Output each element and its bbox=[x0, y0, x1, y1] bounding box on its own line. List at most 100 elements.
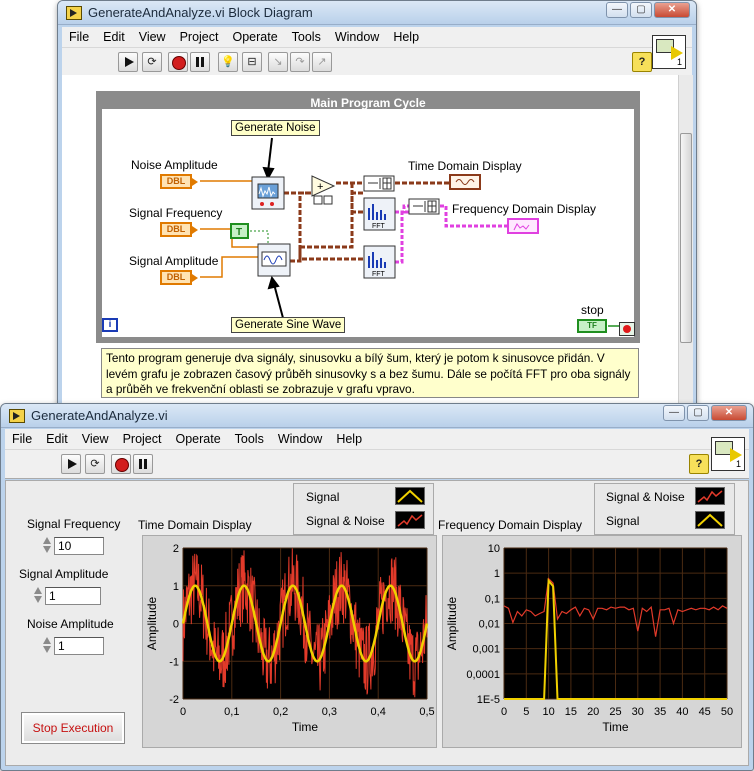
signal-amplitude-label: Signal Amplitude bbox=[19, 567, 109, 581]
vi-connector-icon[interactable]: 1 bbox=[711, 437, 745, 471]
menu-window[interactable]: Window bbox=[334, 30, 380, 44]
menu-edit[interactable]: Edit bbox=[46, 432, 68, 446]
menu-help[interactable]: Help bbox=[336, 432, 363, 446]
menu-operate[interactable]: Operate bbox=[232, 30, 278, 44]
context-help-button[interactable]: ? bbox=[632, 52, 652, 72]
bd-window-title: GenerateAndAnalyze.vi Block Diagram bbox=[88, 5, 313, 20]
abort-button[interactable] bbox=[111, 454, 131, 474]
step-into-button[interactable]: ↘ bbox=[268, 52, 288, 72]
svg-text:+: + bbox=[317, 181, 323, 193]
menu-project[interactable]: Project bbox=[179, 30, 219, 44]
bd-titlebar[interactable]: GenerateAndAnalyze.vi Block Diagram — ▢ … bbox=[58, 1, 696, 25]
bd-vertical-scrollbar[interactable] bbox=[678, 75, 693, 419]
menu-window[interactable]: Window bbox=[277, 432, 323, 446]
step-out-button[interactable]: ↗ bbox=[312, 52, 332, 72]
while-loop-label: Main Program Cycle bbox=[310, 96, 426, 110]
menu-view[interactable]: View bbox=[138, 30, 166, 44]
time-domain-terminal bbox=[449, 174, 481, 190]
legend-swatch-signal-noise bbox=[695, 487, 725, 505]
retain-wire-values-button[interactable]: ⊟ bbox=[242, 52, 262, 72]
menu-tools[interactable]: Tools bbox=[291, 30, 321, 44]
y-tick-label: 1E-5 bbox=[477, 694, 500, 706]
add-node bbox=[311, 175, 336, 197]
menu-edit[interactable]: Edit bbox=[103, 30, 125, 44]
fp-toolbar: ⟳ ? bbox=[5, 449, 749, 479]
menu-view[interactable]: View bbox=[81, 432, 109, 446]
signal-amplitude-input[interactable]: 1 bbox=[45, 587, 101, 605]
y-tick-label: -2 bbox=[169, 694, 179, 706]
label-signal-frequency: Signal Frequency bbox=[129, 206, 223, 220]
x-axis-label: Time bbox=[602, 720, 629, 734]
y-tick-label: 2 bbox=[173, 543, 179, 555]
series-line-signal-noise bbox=[503, 577, 728, 637]
arrow-generate-sine bbox=[273, 283, 284, 319]
x-tick-label: 10 bbox=[542, 706, 554, 718]
series-line-signal-noise bbox=[182, 548, 428, 698]
x-tick-label: 0,2 bbox=[273, 706, 288, 718]
noise-amplitude-input[interactable]: 1 bbox=[54, 637, 104, 655]
vi-connector-icon[interactable]: 1 bbox=[652, 35, 686, 69]
context-help-button[interactable]: ? bbox=[689, 454, 709, 474]
legend-swatch-signal bbox=[395, 487, 425, 505]
wire-sine-out bbox=[290, 191, 312, 263]
run-button[interactable] bbox=[61, 454, 81, 474]
maximize-button[interactable]: ▢ bbox=[687, 405, 709, 421]
highlight-execution-button[interactable]: 💡 bbox=[218, 52, 238, 72]
legend-item-signal: Signal bbox=[606, 514, 640, 528]
x-tick-label: 35 bbox=[654, 706, 666, 718]
svg-text:T: T bbox=[236, 227, 242, 238]
diagram-comment: Tento program generuje dva signály, sinu… bbox=[101, 348, 639, 398]
labview-vi-icon bbox=[66, 6, 82, 20]
run-button[interactable] bbox=[118, 52, 138, 72]
abort-button[interactable] bbox=[168, 52, 188, 72]
pause-button[interactable] bbox=[133, 454, 153, 474]
menu-tools[interactable]: Tools bbox=[234, 432, 264, 446]
loop-condition-terminal[interactable] bbox=[619, 322, 635, 336]
run-continuously-button[interactable]: ⟳ bbox=[85, 454, 105, 474]
minimize-button[interactable]: — bbox=[663, 405, 685, 421]
stop-terminal[interactable]: TF bbox=[577, 319, 607, 333]
bd-menubar: File Edit View Project Operate Tools Win… bbox=[62, 27, 692, 47]
signal-amplitude-spinner[interactable] bbox=[32, 585, 44, 607]
x-tick-label: 0,1 bbox=[224, 706, 239, 718]
noise-amplitude-spinner[interactable] bbox=[41, 635, 53, 657]
arrow-generate-noise bbox=[267, 137, 273, 173]
frequency-domain-legend[interactable]: Signal & Noise Signal bbox=[594, 483, 735, 535]
x-tick-label: 20 bbox=[587, 706, 599, 718]
close-button[interactable]: ✕ bbox=[711, 405, 747, 421]
y-tick-label: 0,0001 bbox=[466, 669, 500, 681]
menu-project[interactable]: Project bbox=[122, 432, 162, 446]
step-over-button[interactable]: ↷ bbox=[290, 52, 310, 72]
fft-subvi-2: FFT bbox=[363, 245, 396, 279]
y-tick-label: 1 bbox=[494, 568, 500, 580]
minimize-button[interactable]: — bbox=[606, 2, 628, 18]
menu-operate[interactable]: Operate bbox=[175, 432, 221, 446]
menu-file[interactable]: File bbox=[12, 432, 33, 446]
fp-titlebar[interactable]: GenerateAndAnalyze.vi — ▢ ✕ bbox=[1, 404, 753, 428]
pause-button[interactable] bbox=[190, 52, 210, 72]
signal-amplitude-terminal[interactable]: DBL bbox=[160, 270, 198, 285]
labview-vi-icon bbox=[9, 409, 25, 423]
time-domain-legend[interactable]: Signal Signal & Noise bbox=[293, 483, 434, 535]
close-button[interactable]: ✕ bbox=[654, 2, 690, 18]
y-tick-label: 1 bbox=[173, 581, 179, 593]
block-diagram-wires: + FFT FFT T bbox=[200, 137, 619, 327]
y-tick-label: -1 bbox=[169, 656, 179, 668]
y-tick-label: 10 bbox=[488, 543, 500, 555]
maximize-button[interactable]: ▢ bbox=[630, 2, 652, 18]
run-continuously-button[interactable]: ⟳ bbox=[142, 52, 162, 72]
signal-frequency-spinner[interactable] bbox=[41, 535, 53, 557]
stop-execution-button[interactable]: Stop Execution bbox=[21, 712, 125, 744]
menu-help[interactable]: Help bbox=[393, 30, 420, 44]
wire-signal-frequency bbox=[200, 228, 258, 248]
frequency-domain-graph-title: Frequency Domain Display bbox=[438, 518, 583, 532]
signal-frequency-input[interactable]: 10 bbox=[54, 537, 104, 555]
fp-window-title: GenerateAndAnalyze.vi bbox=[31, 408, 168, 423]
menu-file[interactable]: File bbox=[69, 30, 90, 44]
wire-sum-to-fft bbox=[350, 183, 364, 214]
signal-frequency-terminal[interactable]: DBL bbox=[160, 222, 198, 237]
legend-swatch-signal-noise bbox=[395, 511, 425, 529]
noise-amplitude-terminal[interactable]: DBL bbox=[160, 174, 198, 189]
